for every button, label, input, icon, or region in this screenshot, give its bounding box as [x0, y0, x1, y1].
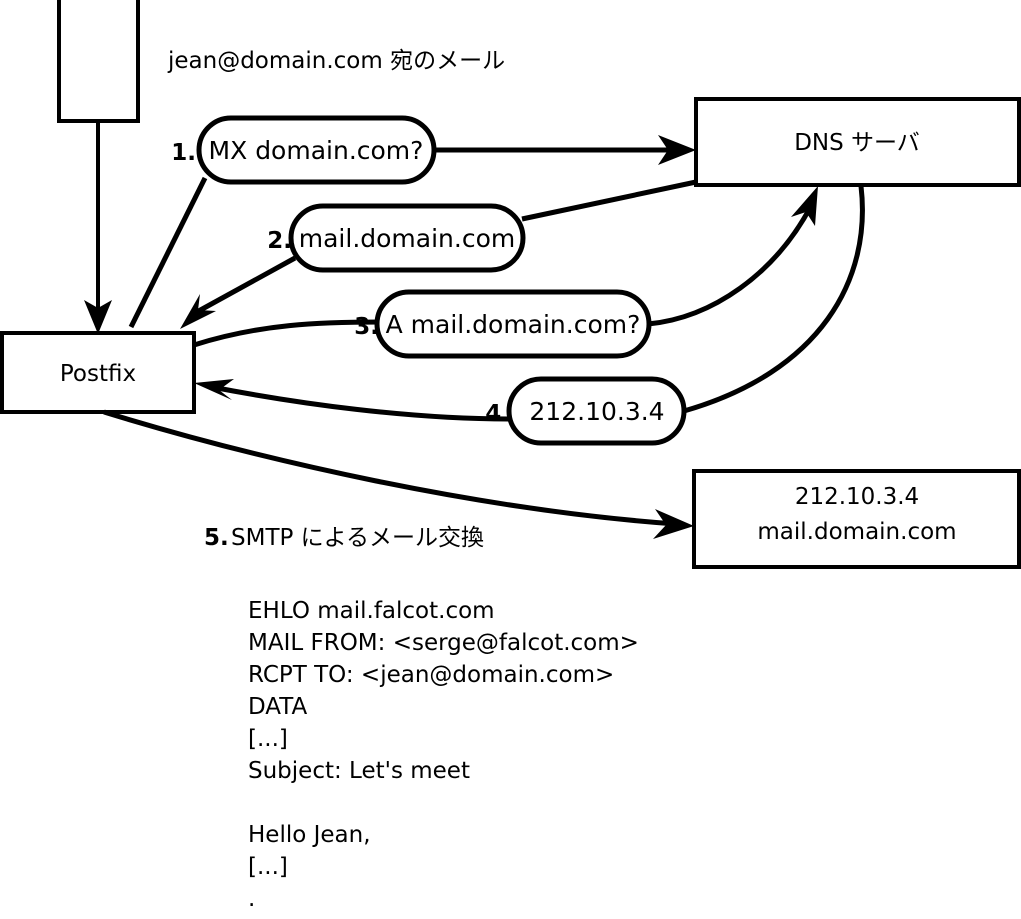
smtp-line-10: .: [248, 886, 255, 912]
postfix-label: Postfix: [60, 361, 136, 387]
mail-server-ip: 212.10.3.4: [795, 484, 919, 510]
smtp-line-9: [...]: [248, 854, 288, 880]
mail-destination-note: jean@domain.com 宛のメール: [167, 48, 505, 74]
step3-line-right: [647, 204, 814, 327]
step5-line: [103, 409, 677, 527]
step2-line-right: [521, 179, 697, 222]
step2-line-left: [193, 255, 297, 316]
smtp-line-3: RCPT TO: <jean@domain.com>: [248, 662, 614, 688]
step4-line-left: [211, 384, 510, 422]
step2-number: 2.: [267, 228, 292, 254]
dns-server-label: DNS サーバ: [794, 130, 920, 156]
step4-arrowhead: [194, 379, 234, 400]
step3-arrowhead: [791, 186, 818, 226]
step4-bubble-label: 212.10.3.4: [529, 397, 664, 426]
smtp-line-6: Subject: Let's meet: [248, 758, 470, 784]
smtp-line-5: [...]: [248, 726, 288, 752]
step5-number: 5.: [204, 525, 229, 551]
step1-number: 1.: [171, 140, 196, 166]
step3-bubble: [374, 289, 652, 359]
step3-line-left: [193, 319, 382, 348]
mail-server-host: mail.domain.com: [757, 519, 956, 545]
step3-number: 3.: [354, 314, 379, 340]
step1-arrowhead: [658, 135, 696, 165]
step2-bubble-label: mail.domain.com: [299, 224, 515, 253]
step5-label: SMTP によるメール交換: [231, 525, 484, 551]
smtp-line-8: Hello Jean,: [248, 822, 371, 848]
step4-line-right: [683, 185, 865, 414]
step1-line-left: [128, 176, 208, 329]
postfix-box: [0, 331, 196, 414]
smtp-line-2: MAIL FROM: <serge@falcot.com>: [248, 630, 639, 656]
step3-bubble-label: A mail.domain.com?: [386, 310, 641, 339]
step1-bubble-label: MX domain.com?: [209, 136, 424, 165]
step4-bubble: [506, 376, 687, 446]
step2-arrowhead: [180, 294, 216, 329]
smtp-line-1: EHLO mail.falcot.com: [248, 598, 495, 624]
step5-arrowhead: [653, 509, 694, 539]
client-to-postfix-arrowhead: [84, 300, 112, 334]
client-box: [57, 0, 140, 123]
smtp-line-4: DATA: [248, 694, 308, 720]
mail-server-box: [692, 469, 1021, 569]
step2-bubble: [288, 203, 526, 273]
dns-server-box: [694, 97, 1021, 187]
step4-number: 4.: [485, 401, 510, 427]
step1-bubble: [196, 115, 437, 185]
